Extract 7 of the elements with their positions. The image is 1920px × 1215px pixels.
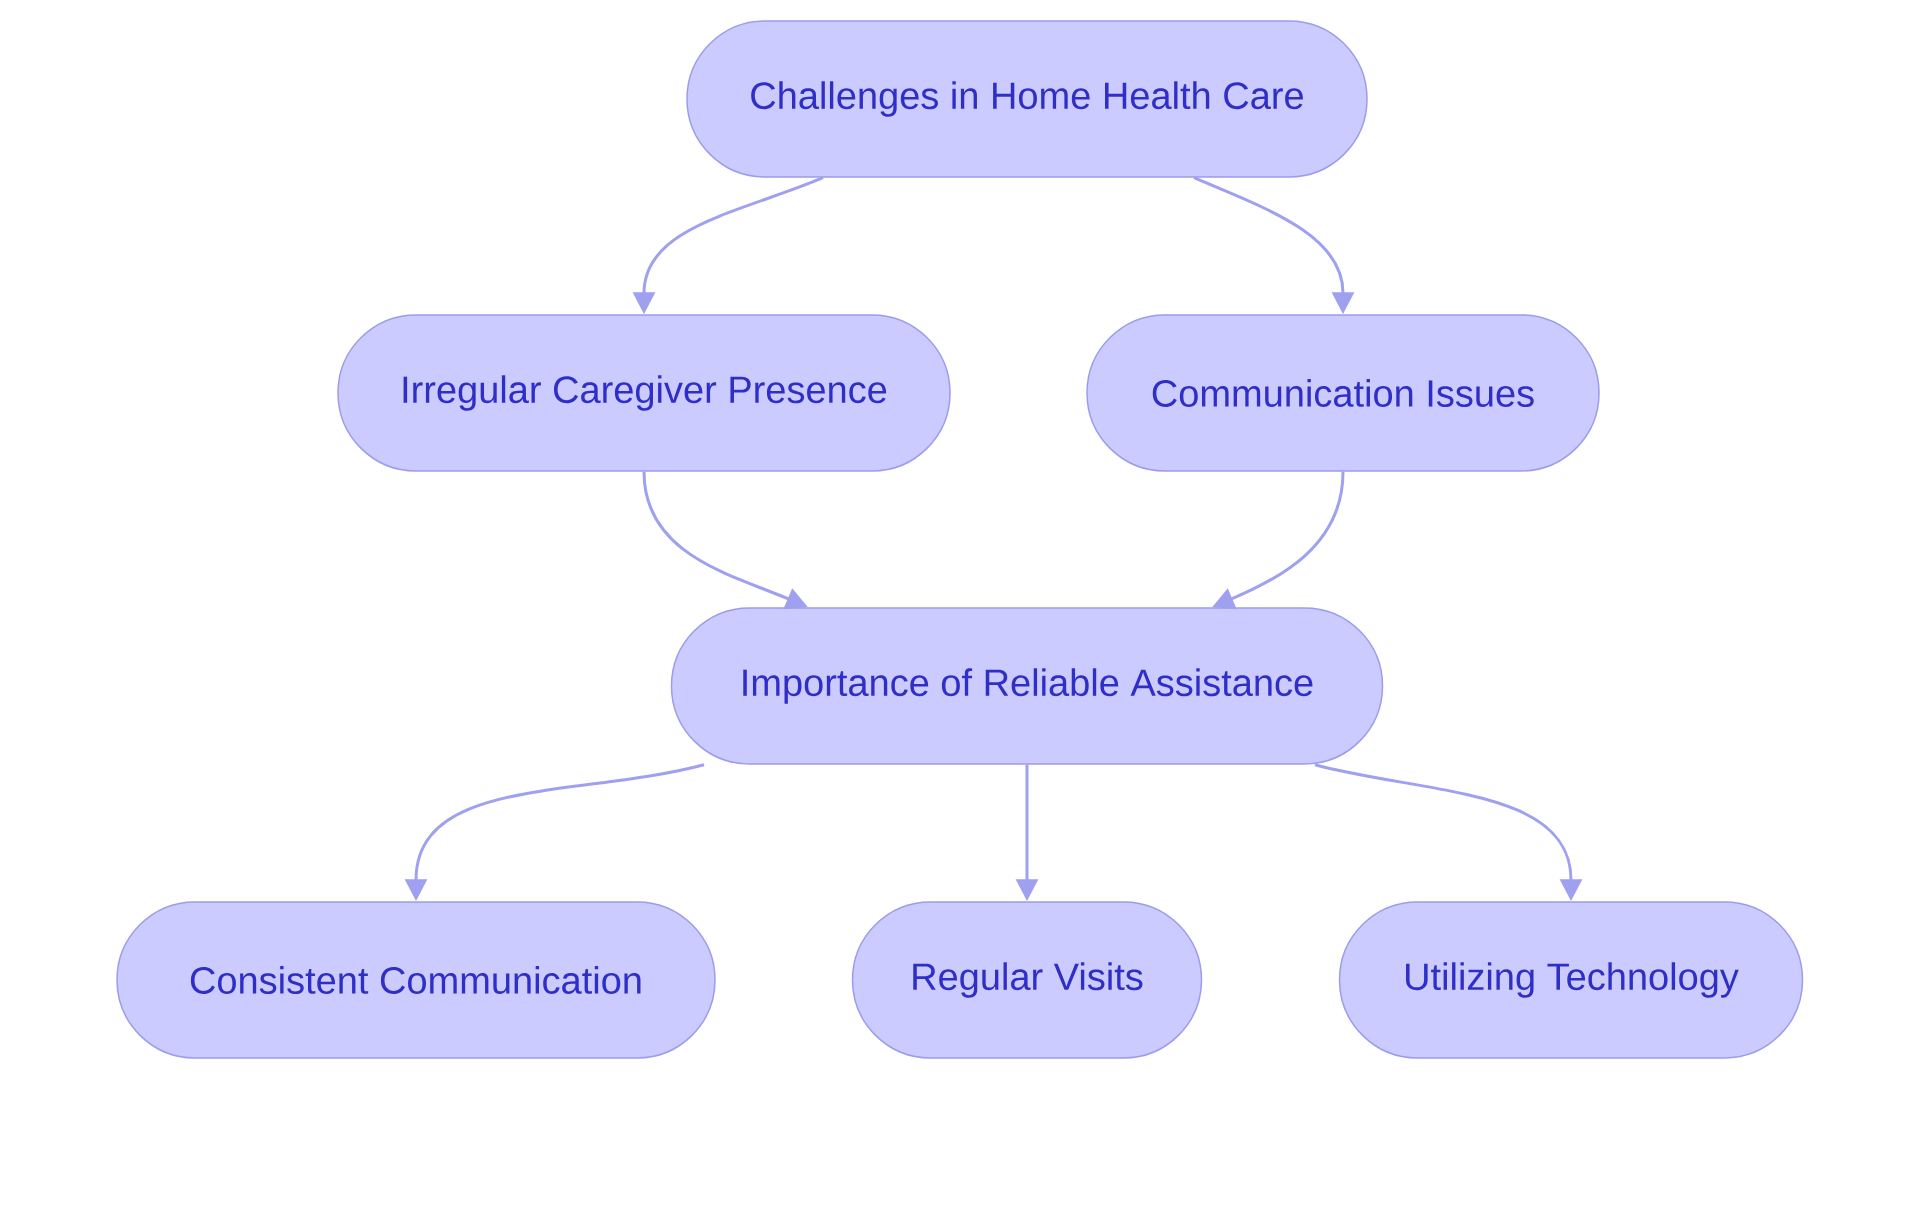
process-box: Utilizing Technology [1338, 901, 1804, 1059]
process-box: Importance of Reliable Assistance [670, 607, 1384, 765]
process-box: Irregular Caregiver Presence [337, 314, 951, 472]
process-box: Consistent Communication [116, 901, 716, 1059]
process-box: Challenges in Home Health Care [686, 20, 1368, 178]
process-box: Communication Issues [1086, 314, 1600, 472]
process-box: Regular Visits [851, 901, 1203, 1059]
